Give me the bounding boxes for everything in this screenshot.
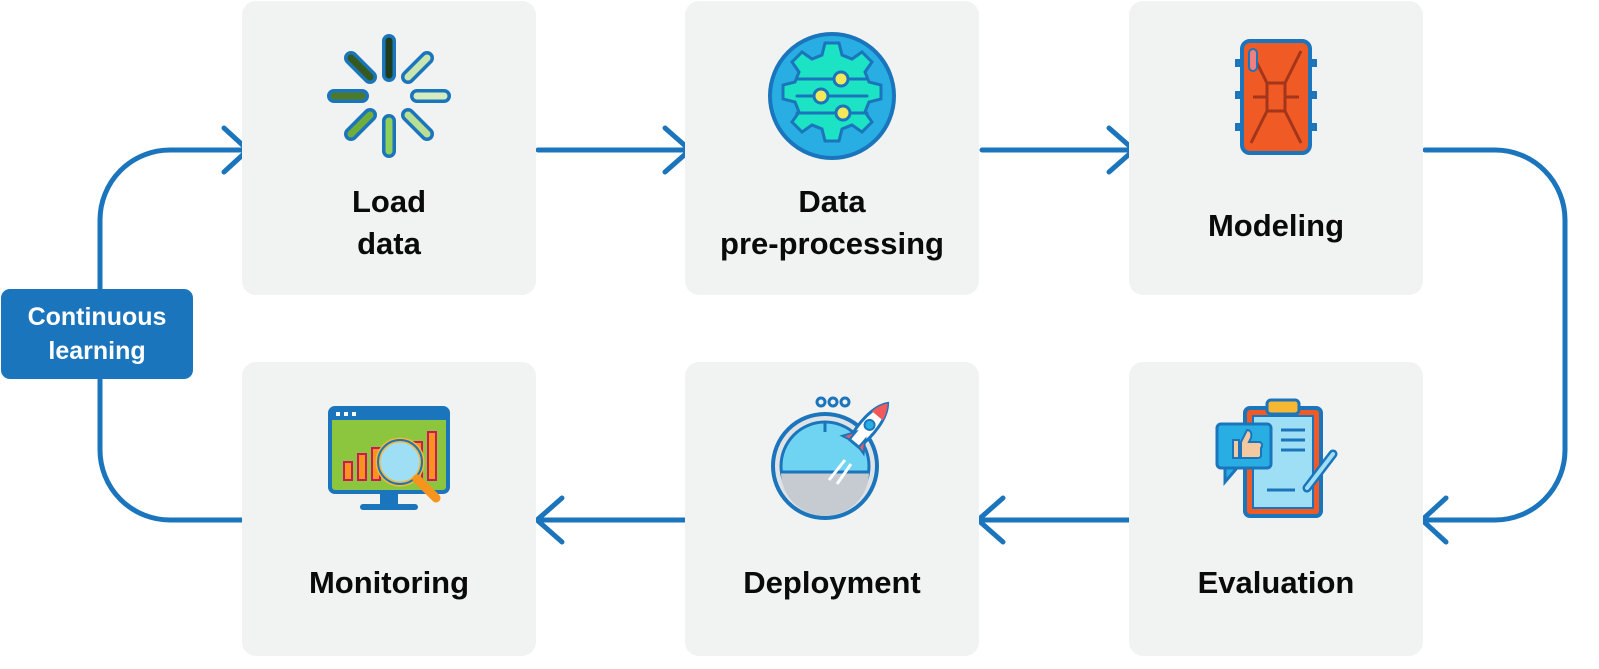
step-label: Load data bbox=[351, 184, 427, 261]
arrow-modeling-to-evaluation bbox=[1419, 147, 1568, 545]
step-label: Data pre-processing bbox=[720, 184, 944, 261]
badge-line-1: Continuous bbox=[27, 303, 167, 331]
step-label: Monitoring bbox=[308, 565, 470, 600]
step-label: Evaluation bbox=[1197, 565, 1355, 600]
arrow-evaluation-to-deployment bbox=[975, 495, 1133, 545]
continuous-learning-badge: Continuous learning bbox=[1, 289, 193, 379]
step-label: Deployment bbox=[743, 565, 921, 600]
clipboard-thumbs-up-icon bbox=[1215, 398, 1338, 518]
step-card-load-data: Load data bbox=[242, 1, 536, 295]
step-card-deployment: Deployment bbox=[685, 362, 979, 656]
arrow-deployment-to-monitoring bbox=[534, 495, 691, 545]
step-label: Modeling bbox=[1207, 208, 1345, 243]
step-card-monitoring: Monitoring bbox=[242, 362, 536, 656]
arrow-load-to-preprocessing bbox=[535, 125, 693, 175]
arrow-preprocessing-to-modeling bbox=[979, 125, 1137, 175]
loading-spinner-icon bbox=[327, 34, 451, 158]
monitor-chart-magnifier-icon bbox=[328, 406, 450, 510]
step-card-modeling: Modeling bbox=[1129, 1, 1423, 295]
gear-sliders-icon bbox=[768, 32, 896, 160]
badge-line-2: learning bbox=[48, 337, 146, 365]
circuit-chip-icon bbox=[1235, 39, 1317, 155]
step-card-evaluation: Evaluation bbox=[1129, 362, 1423, 656]
rocket-gauge-icon bbox=[771, 396, 890, 520]
step-card-data-preprocessing: Data pre-processing bbox=[685, 1, 979, 295]
